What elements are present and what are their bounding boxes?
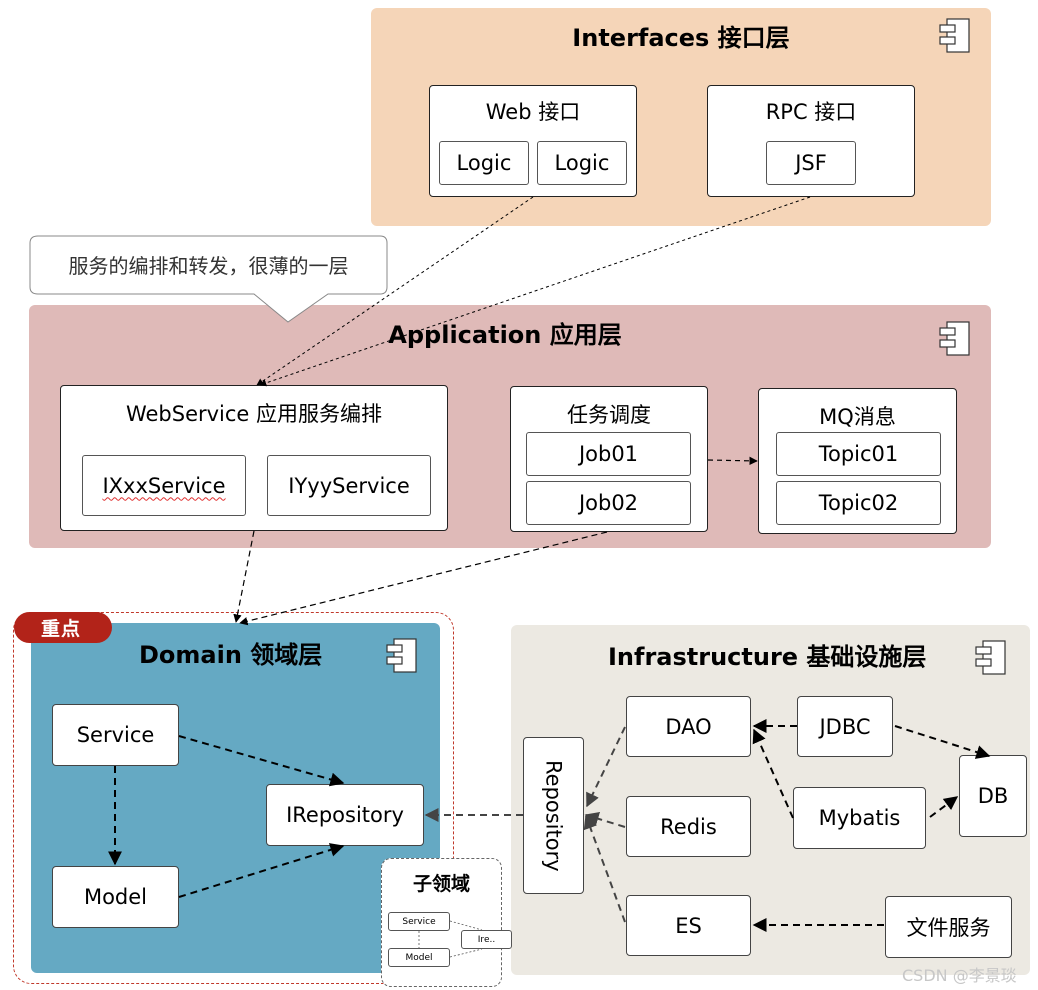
redis-node[interactable]: Redis [626,796,751,857]
domain-layer-title: Domain 领域层 [139,641,323,669]
domain-layer: Domain 领域层 Service Model IRepository [31,623,440,973]
interfaces-layer-title: Interfaces 接口层 [572,24,790,52]
rpc-interface-title: RPC 接口 [765,100,857,124]
db-node[interactable]: DB [959,755,1027,837]
domain-model-node[interactable]: Model [52,866,179,928]
webservice-box: WebService 应用服务编排 IXxxService IYyyServic… [60,385,448,531]
mq-box: MQ消息 Topic01 Topic02 [758,388,957,534]
scheduler-box: 任务调度 Job01 Job02 [510,386,708,532]
interfaces-layer: Interfaces 接口层 Web 接口 Logic Logic RPC 接口… [371,8,991,226]
irepository-node[interactable]: IRepository [266,784,424,846]
dao-node[interactable]: DAO [626,696,751,757]
component-icon [939,321,970,356]
watermark: CSDN @李景琰 [902,966,1017,985]
infrastructure-layer: Infrastructure 基础设施层 Repository DAO Redi… [511,625,1030,975]
focus-badge: 重点 [14,612,112,643]
es-node[interactable]: ES [626,895,751,956]
subdomain-irepo[interactable]: Ire.. [461,930,512,949]
scheduler-title: 任务调度 [567,403,651,427]
rpc-interface-box: RPC 接口 JSF [707,85,915,197]
application-layer: Application 应用层 WebService 应用服务编排 IXxxSe… [29,305,991,548]
file-service-node[interactable]: 文件服务 [885,896,1012,958]
repository-node[interactable]: Repository [523,737,584,894]
subdomain-model[interactable]: Model [388,948,450,967]
mybatis-node[interactable]: Mybatis [793,787,926,849]
component-icon [939,18,970,53]
web-interface-box: Web 接口 Logic Logic [429,85,637,197]
subdomain-title: 子领域 [412,873,470,895]
callout-text: 服务的编排和转发，很薄的一层 [68,254,349,278]
component-icon [975,640,1006,675]
jdbc-node[interactable]: JDBC [797,696,893,757]
web-interface-title: Web 接口 [485,100,581,124]
subdomain-service[interactable]: Service [388,912,450,931]
domain-service-node[interactable]: Service [52,704,179,766]
infrastructure-layer-title: Infrastructure 基础设施层 [608,643,927,671]
logic-item[interactable]: Logic [439,141,529,185]
component-icon [386,638,417,673]
logic-item[interactable]: Logic [537,141,627,185]
job02-item[interactable]: Job02 [526,481,691,525]
domain-focus-outline [13,612,454,984]
job01-item[interactable]: Job01 [526,432,691,476]
mq-title: MQ消息 [819,405,896,429]
application-layer-title: Application 应用层 [388,321,622,349]
jsf-item[interactable]: JSF [766,141,856,185]
topic01-item[interactable]: Topic01 [776,432,941,476]
iyyy-service-item[interactable]: IYyyService [267,455,431,516]
subdomain-box: 子领域 Service Model Ire.. [381,858,512,987]
repository-label: Repository [541,759,566,872]
ixxx-service-item[interactable]: IXxxService [82,455,246,516]
topic02-item[interactable]: Topic02 [776,481,941,525]
ixxx-service-label: IXxxService [102,473,226,498]
webservice-title: WebService 应用服务编排 [125,402,383,426]
